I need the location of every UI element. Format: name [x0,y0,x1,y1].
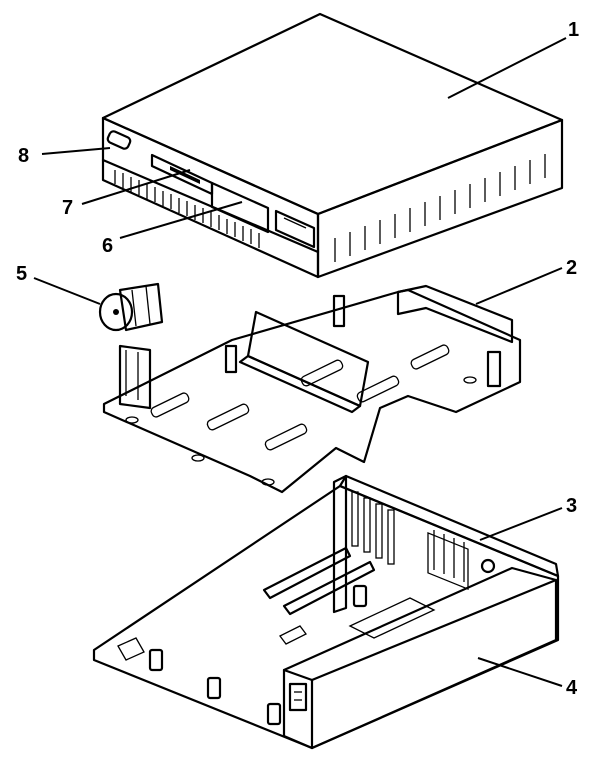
leader-5 [33,277,101,305]
rear-grille [427,530,469,590]
leader-8 [41,147,111,155]
base-latch [117,637,145,661]
part-switch-assembly [98,282,164,332]
base-floor [92,484,560,750]
leader-4 [477,657,563,687]
base-rear-top [338,474,560,578]
frame-center-wall [246,310,370,408]
drive-bezel [210,181,270,234]
callout-4: 4 [566,677,578,699]
base-rear-wall [332,474,348,614]
callout-8: 8 [18,145,29,167]
callout-labels: 1 2 3 4 5 6 7 8 [16,19,579,699]
frame-post-3 [486,350,502,388]
callout-5: 5 [16,263,27,285]
switch-body [118,282,164,332]
board-standoff-1 [352,584,368,608]
leader-lines [33,37,567,687]
callout-1: 1 [568,19,579,41]
rear-fastener [480,558,496,574]
callout-2: 2 [566,257,577,279]
callout-7: 7 [62,197,73,219]
power-switch [106,130,132,150]
callout-3: 3 [566,495,577,517]
frame-cutouts [125,344,477,486]
leader-3 [479,507,563,541]
front-vents [114,170,260,248]
board-clip [279,625,307,645]
leader-6 [119,201,243,239]
cover-front-face [101,116,320,279]
board-standoff-2 [148,648,164,672]
switch-knob [98,292,134,332]
frame-rear-wall [396,284,514,344]
side-panel-face [282,566,558,750]
board-standoff-3 [206,676,222,700]
side-panel-connector [288,682,308,712]
bezel-lower-edge [101,158,320,254]
cover-side-face [316,118,564,279]
expansion-slots [351,491,395,565]
callout-6: 6 [102,235,113,257]
side-vents [334,154,546,262]
part-base [92,474,560,750]
board-standoff-4 [266,702,282,726]
diskette-slot-opening [170,166,200,184]
board-plate [348,597,436,639]
part-frame [102,284,522,494]
leader-7 [81,169,191,205]
part-side-panel [282,566,558,750]
board-connector-1 [262,546,352,600]
part-top-cover [101,12,564,279]
frame-post-2 [332,294,346,328]
frame-left-bracket [118,344,152,410]
board-connector-2 [282,560,376,616]
frame-post-1 [224,344,238,374]
cover-top-face [101,12,564,216]
right-bezel [274,209,316,249]
leader-2 [475,267,563,305]
leader-1 [447,37,567,99]
